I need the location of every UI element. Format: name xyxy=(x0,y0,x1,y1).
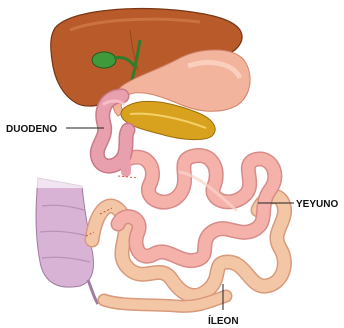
label-duodeno: DUODENO xyxy=(6,124,104,135)
label-duodeno-text: DUODENO xyxy=(6,124,57,135)
label-yeyuno-text: YEYUNO xyxy=(296,199,338,210)
label-ileon-text: ÍLEON xyxy=(208,314,239,327)
duodenum xyxy=(97,96,128,172)
